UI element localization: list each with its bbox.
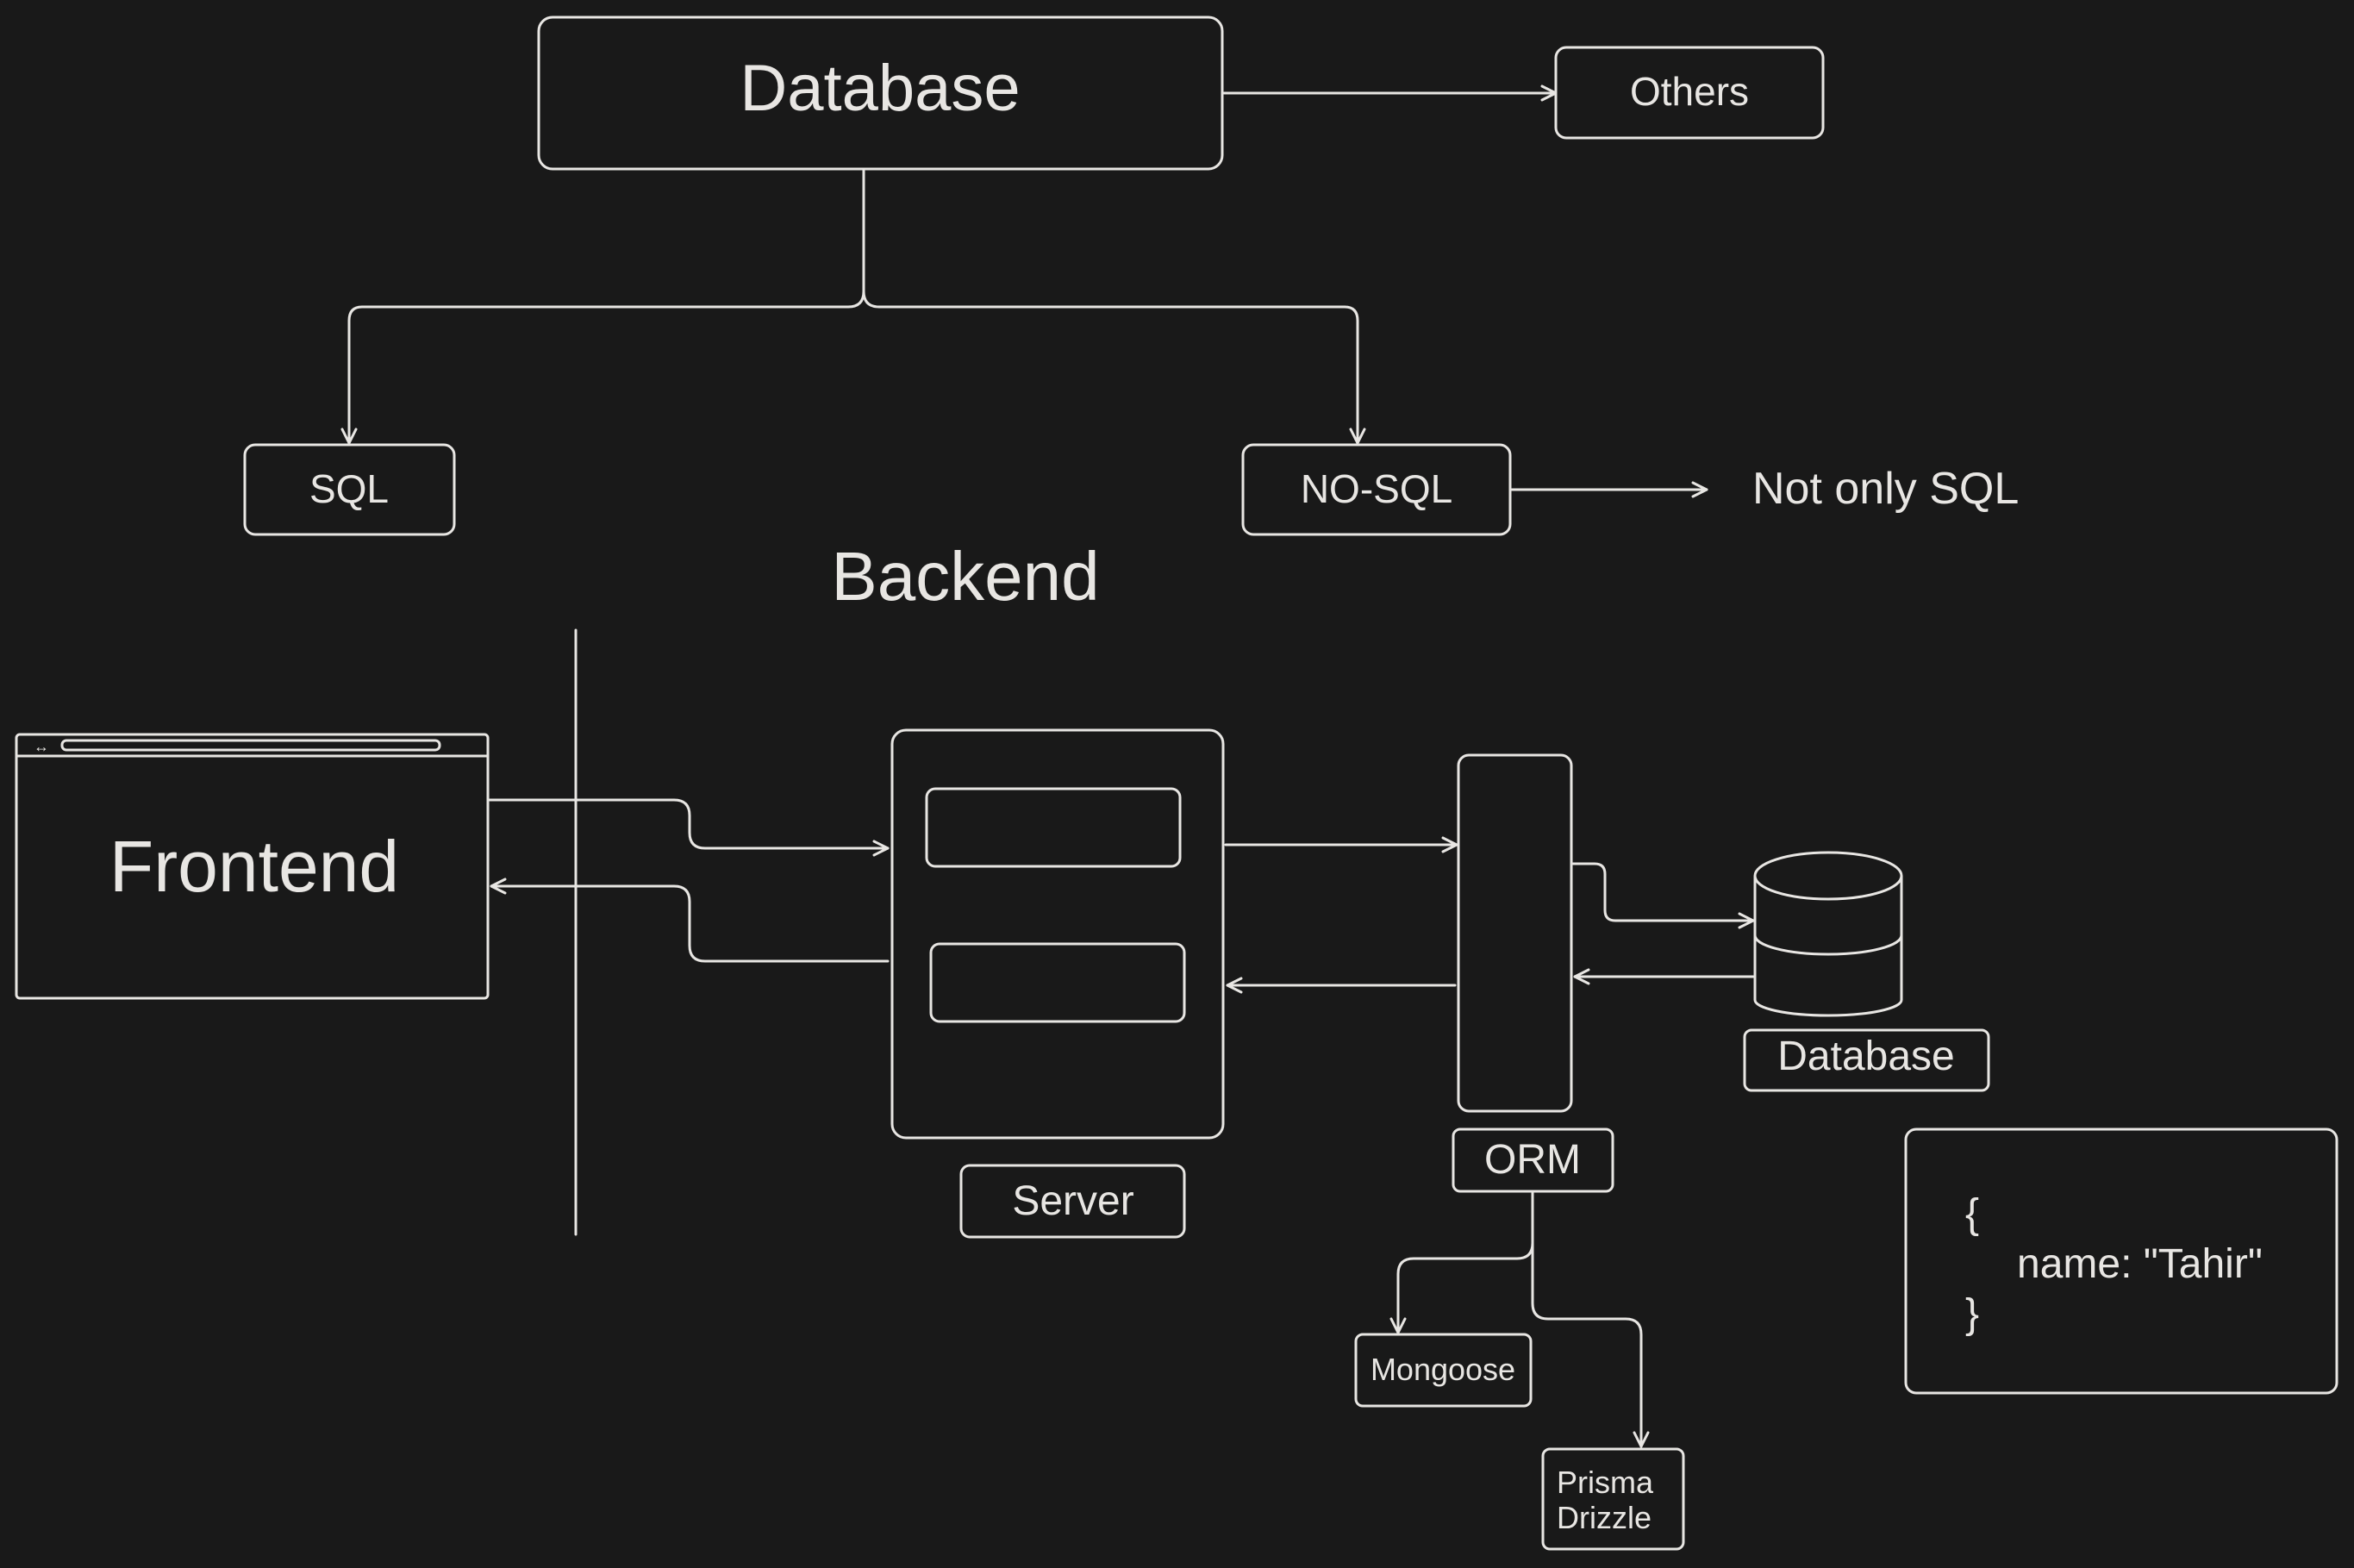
database-cylinder-icon — [1753, 851, 1903, 1017]
connector-to-prisma-drizzle — [1531, 1241, 1650, 1448]
nosql-label: NO-SQL — [1301, 466, 1452, 511]
server-label-box: Server — [959, 1164, 1186, 1239]
connector-database-down — [846, 169, 881, 309]
prisma-label: Prisma — [1557, 1465, 1654, 1500]
database-root-label: Database — [740, 52, 1020, 125]
json-open-brace: { — [1965, 1191, 1979, 1237]
json-close-brace: } — [1965, 1291, 1979, 1337]
sql-node: SQL — [243, 443, 456, 536]
json-example-box: { name: "Tahir" } — [1904, 1128, 2338, 1395]
connector-to-mongoose — [1389, 1241, 1534, 1334]
connector-server-to-frontend — [490, 878, 890, 963]
frontend-browser-window: ↔ Frontend — [15, 733, 490, 1000]
nosql-node: NO-SQL — [1241, 443, 1512, 536]
json-name-field: name: "Tahir" — [2017, 1241, 2263, 1287]
others-node: Others — [1554, 46, 1825, 140]
nosql-meaning-text: Not only SQL — [1752, 464, 2019, 514]
prisma-drizzle-node: Prisma Drizzle — [1541, 1447, 1685, 1551]
server-node — [890, 728, 1225, 1140]
orm-node — [1457, 753, 1573, 1113]
connector-to-nosql — [877, 305, 1366, 445]
database-label-box: Database — [1743, 1028, 1990, 1092]
server-label: Server — [1012, 1178, 1133, 1224]
connector-to-sql — [340, 305, 850, 445]
frontend-label: Frontend — [109, 826, 399, 907]
sql-label: SQL — [309, 466, 389, 511]
orm-label: ORM — [1484, 1137, 1581, 1183]
connector-orm-to-database — [1571, 862, 1755, 929]
database-root-node: Database — [537, 16, 1224, 171]
mongoose-label: Mongoose — [1371, 1352, 1515, 1387]
browser-window-icon: ↔ — [34, 738, 49, 755]
mongoose-node: Mongoose — [1354, 1333, 1533, 1408]
backend-section-title: Backend — [831, 538, 1099, 615]
database-node-label: Database — [1777, 1034, 1954, 1079]
orm-label-box: ORM — [1452, 1128, 1614, 1193]
drizzle-label: Drizzle — [1557, 1500, 1652, 1535]
others-label: Others — [1630, 69, 1749, 114]
connector-frontend-to-server — [488, 798, 890, 857]
